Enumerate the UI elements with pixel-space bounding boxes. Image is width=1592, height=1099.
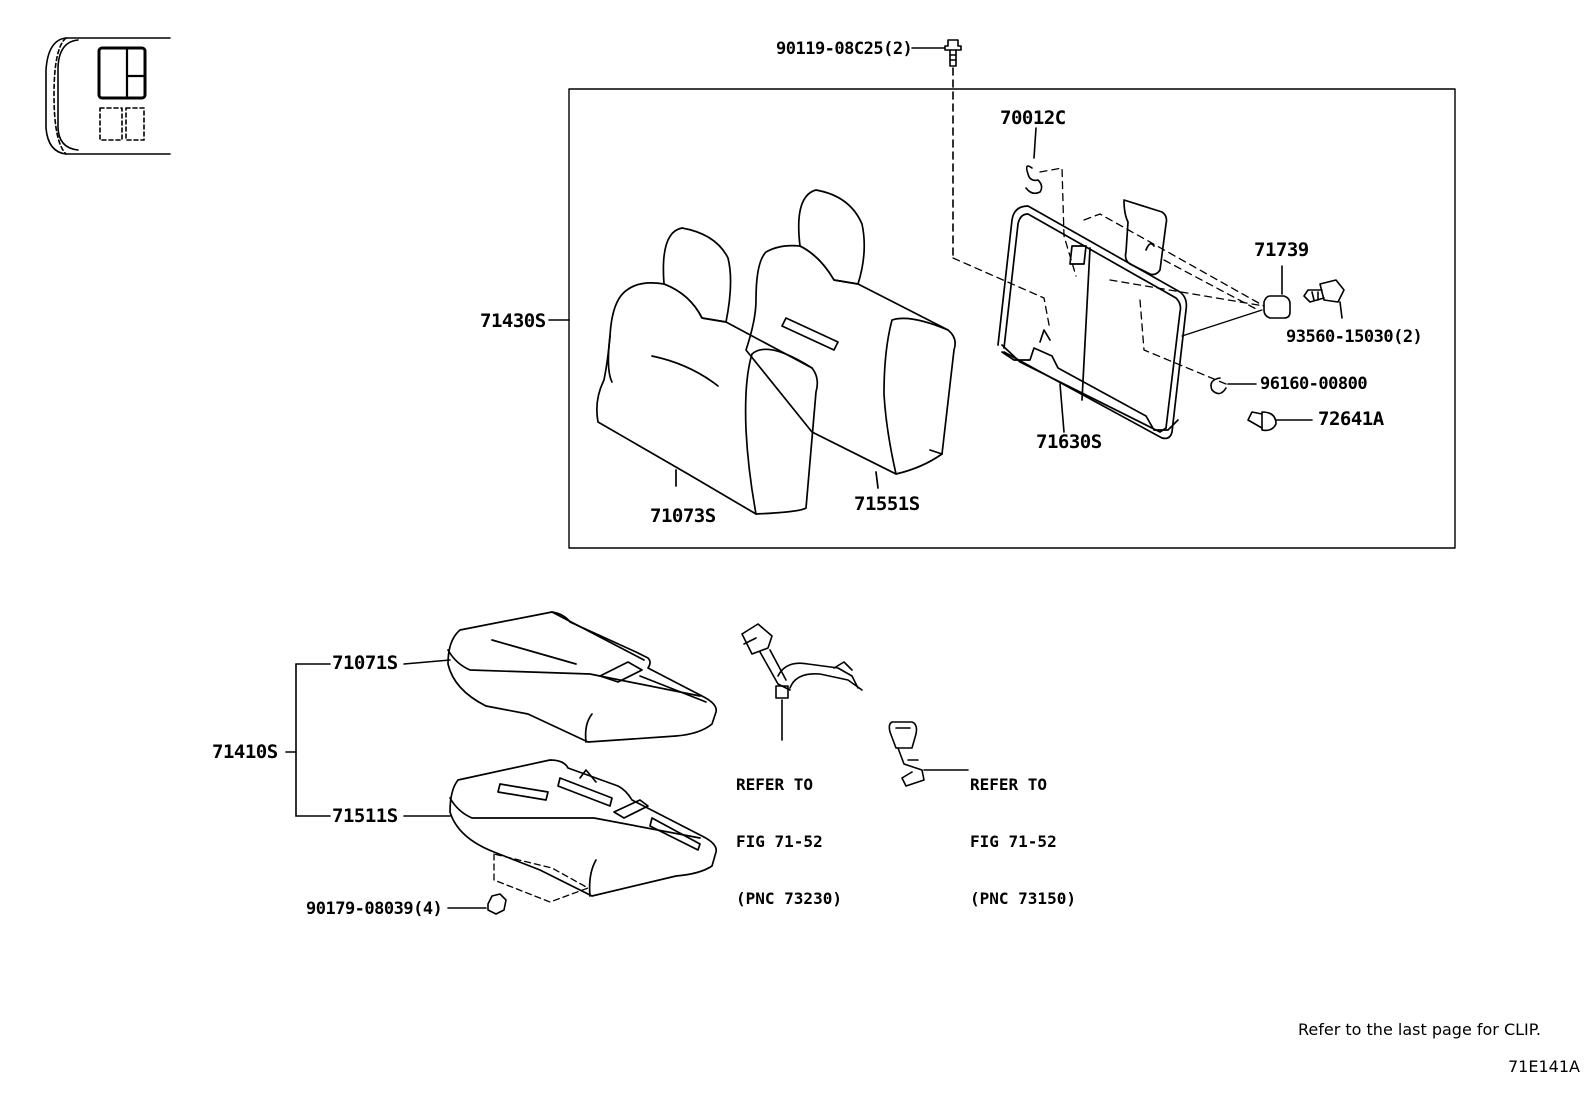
ref-line: REFER TO bbox=[970, 775, 1048, 794]
seatback-group-box bbox=[568, 88, 1456, 549]
pin-72641a-icon bbox=[1247, 411, 1313, 432]
label-cushion-cover-71071s: 71071S bbox=[332, 652, 398, 674]
leader-71630s bbox=[1059, 383, 1065, 433]
label-pad-71551s: 71551S bbox=[854, 493, 920, 515]
cushion-hidden-lines bbox=[493, 853, 589, 903]
reference-note-73230: REFER TO FIG 71-52 (PNC 73230) bbox=[736, 737, 842, 927]
cushion-cover-71071s bbox=[447, 611, 718, 743]
ref-line: REFER TO bbox=[736, 775, 814, 794]
seatback-pad-71551s bbox=[745, 189, 956, 489]
vehicle-location-thumbnail bbox=[45, 37, 171, 155]
label-pin-72641a: 72641A bbox=[1318, 408, 1384, 430]
label-cover-71073s: 71073S bbox=[650, 505, 716, 527]
bracket-71410s bbox=[285, 659, 451, 817]
ref-line: (PNC 73150) bbox=[970, 889, 1076, 908]
clip-70012c-icon bbox=[1025, 127, 1043, 195]
seatback-frame-71630s bbox=[997, 199, 1188, 440]
bolt-93560-icon bbox=[1303, 279, 1345, 319]
ref-line: FIG 71-52 bbox=[736, 832, 823, 851]
figure-id: 71E141A bbox=[1508, 1057, 1580, 1076]
cushion-pad-71511s bbox=[449, 759, 718, 897]
clip-reference-note: Refer to the last page for CLIP. bbox=[1298, 1020, 1541, 1039]
ref-line: (PNC 73230) bbox=[736, 889, 842, 908]
label-bolt-93560: 93560-15030(2) bbox=[1286, 327, 1423, 347]
label-cushion-pad-71511s: 71511S bbox=[332, 805, 398, 827]
cap-71739-icon bbox=[1263, 265, 1291, 319]
ring-96160-icon bbox=[1210, 377, 1257, 395]
seatback-cover-71073s bbox=[596, 227, 819, 515]
ref-line: FIG 71-52 bbox=[970, 832, 1057, 851]
label-frame-71630s: 71630S bbox=[1036, 431, 1102, 453]
label-seatback-assy-71430s: 71430S bbox=[480, 310, 546, 332]
nut-90179-icon bbox=[447, 893, 507, 915]
seat-belt-73230-icon bbox=[741, 623, 863, 741]
seat-belt-73150-icon bbox=[888, 721, 969, 787]
reference-note-73150: REFER TO FIG 71-52 (PNC 73150) bbox=[970, 737, 1076, 927]
label-nut-90179: 90179-08039(4) bbox=[306, 899, 443, 919]
label-cushion-assy-71410s: 71410S bbox=[212, 741, 278, 763]
frame-assembly-lines bbox=[952, 167, 1265, 385]
label-cap-71739: 71739 bbox=[1254, 239, 1309, 261]
bolt-90119-icon bbox=[911, 39, 962, 259]
label-bolt-90119: 90119-08C25(2) bbox=[776, 39, 913, 59]
label-ring-96160: 96160-00800 bbox=[1260, 374, 1368, 394]
label-clip-70012c: 70012C bbox=[1000, 107, 1066, 129]
